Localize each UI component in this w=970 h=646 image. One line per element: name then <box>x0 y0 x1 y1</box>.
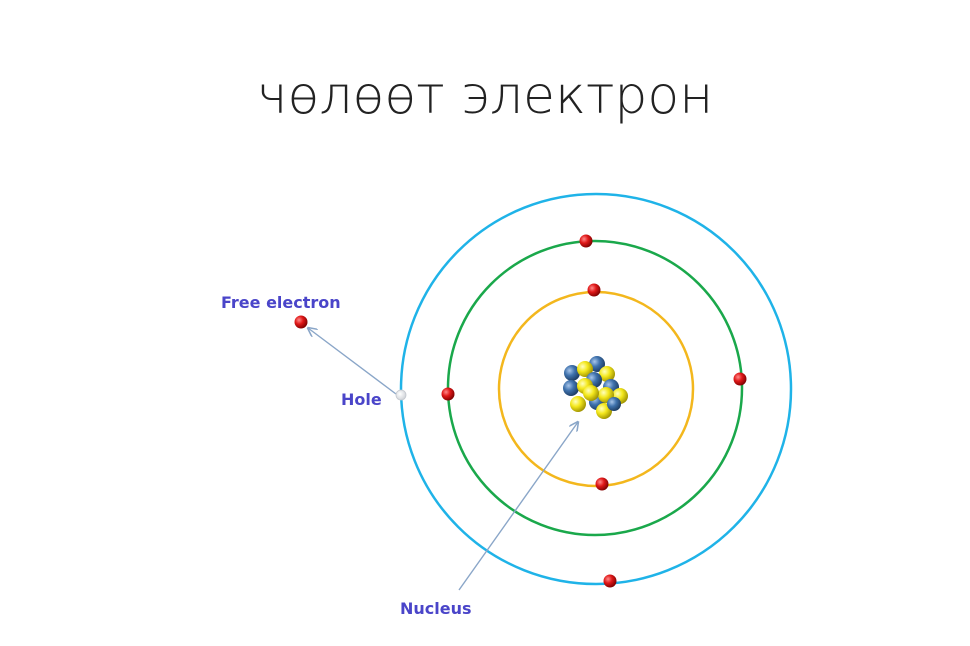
electron <box>579 234 593 248</box>
free-electron-arrow <box>308 328 397 395</box>
nucleus-label: Nucleus <box>400 599 472 618</box>
electron <box>733 372 747 386</box>
proton <box>577 361 593 377</box>
hole-label: Hole <box>341 390 382 409</box>
electron <box>441 387 455 401</box>
proton <box>583 385 599 401</box>
electron <box>294 315 308 329</box>
outer-orbit <box>399 192 793 586</box>
free-electron-label: Free electron <box>221 293 341 312</box>
slide-title: чөлөөт электрон <box>256 66 714 126</box>
neutron <box>563 380 579 396</box>
electron <box>595 477 609 491</box>
proton <box>599 366 615 382</box>
electron <box>603 574 617 588</box>
nucleus-arrow <box>458 422 578 591</box>
neutron <box>589 356 605 372</box>
proton <box>570 396 586 412</box>
hole <box>395 389 407 401</box>
electron <box>587 283 601 297</box>
neutron <box>607 397 621 411</box>
nucleus <box>563 356 628 419</box>
neutron <box>564 365 580 381</box>
